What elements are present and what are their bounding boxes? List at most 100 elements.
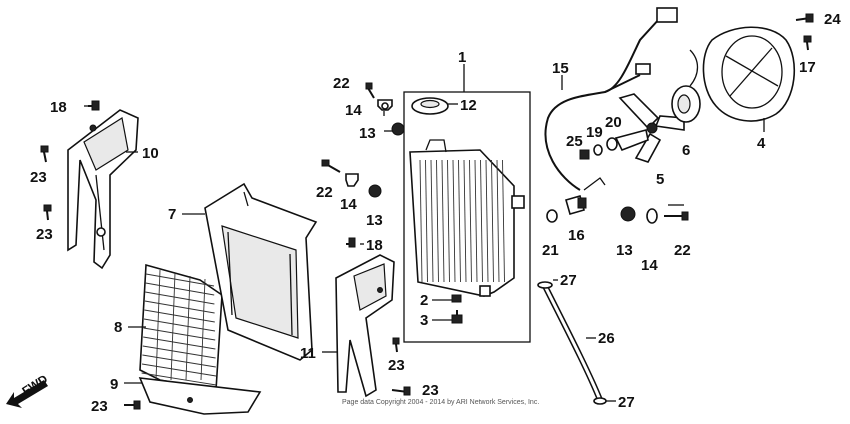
part-22-bolt-top[interactable]	[365, 82, 375, 99]
part-3-bolt[interactable]	[451, 310, 463, 324]
part-1-radiator[interactable]	[403, 91, 531, 343]
bolt-24[interactable]	[795, 13, 814, 23]
callout-24: 24	[824, 11, 841, 28]
callout-11: 11	[300, 345, 316, 362]
part-8-grille[interactable]	[139, 263, 223, 391]
part-4-fan-shroud[interactable]	[702, 26, 796, 122]
callout-19: 19	[586, 124, 603, 141]
callout-6: 6	[682, 142, 690, 159]
grille-rib	[185, 275, 191, 381]
bolt-18-right[interactable]	[346, 237, 356, 248]
part-12-radiator-cap[interactable]	[411, 97, 449, 115]
callout-22-top: 22	[333, 75, 350, 92]
grille-rib	[170, 272, 176, 381]
copyright-text: Page data Copyright 2004 - 2014 by ARI N…	[342, 399, 539, 406]
part-5-fan[interactable]	[614, 93, 685, 163]
radiator-fin	[458, 159, 461, 283]
callout-21: 21	[542, 242, 559, 259]
part-11-bracket[interactable]	[335, 254, 395, 398]
part-7-shroud[interactable]	[204, 182, 318, 361]
part-27-clamp-bottom[interactable]	[593, 397, 607, 405]
part-14-collar-top[interactable]	[377, 99, 393, 111]
bolt-18-left[interactable]	[88, 100, 100, 111]
radiator-fin	[425, 159, 428, 283]
bolt-17[interactable]	[803, 35, 812, 51]
callout-5: 5	[656, 171, 664, 188]
callout-3: 3	[420, 312, 428, 329]
radiator-fin	[452, 159, 456, 283]
callout-13-left: 13	[366, 212, 383, 229]
part-14-collar-right[interactable]	[646, 208, 658, 224]
bolt-23-lower-left[interactable]	[43, 204, 52, 221]
part-13-grommet-left[interactable]	[368, 184, 382, 198]
callout-23-b: 23	[36, 226, 53, 243]
callout-1: 1	[458, 49, 466, 66]
callout-13-right: 13	[616, 242, 633, 259]
part-15-wire-harness[interactable]	[544, 7, 678, 191]
radiator-fin	[463, 159, 467, 283]
part-10-bracket[interactable]	[67, 109, 139, 270]
fwd-label: FWD	[20, 372, 51, 399]
grille-slat	[142, 345, 216, 359]
radiator-fin	[441, 159, 445, 283]
callout-27-bottom: 27	[618, 394, 635, 411]
bolt-23-upper-left[interactable]	[40, 145, 49, 163]
radiator-fin	[430, 159, 434, 283]
callout-13-top: 13	[359, 125, 376, 142]
radiator-fin	[491, 159, 494, 283]
part-13-grommet-right[interactable]	[620, 206, 636, 222]
part-16-thermo-switch[interactable]	[565, 177, 606, 215]
grille-slat	[142, 354, 216, 368]
part-14-collar-left[interactable]	[345, 173, 359, 187]
callout-14-right: 14	[641, 257, 658, 274]
radiator-fin	[485, 159, 489, 283]
radiator-fin	[474, 159, 478, 283]
callout-14-left: 14	[340, 196, 357, 213]
radiator-fin	[469, 159, 472, 283]
fwd-direction-indicator: FWD	[6, 372, 50, 408]
radiator-fin	[496, 159, 500, 283]
part-22-bolt-right[interactable]	[664, 211, 689, 221]
callout-20: 20	[605, 114, 622, 131]
part-6-fan-motor[interactable]	[671, 49, 701, 123]
part-26-hose[interactable]	[541, 282, 603, 402]
callout-15: 15	[552, 60, 569, 77]
bolt-23-bottom-mid[interactable]	[391, 386, 411, 396]
part-27-clamp-top[interactable]	[537, 281, 553, 289]
grille-rib	[155, 269, 161, 381]
part-19-washer[interactable]	[593, 144, 603, 156]
part-25-nut[interactable]	[579, 149, 590, 160]
grille-slat	[143, 327, 216, 341]
part-9-lower-bracket[interactable]	[138, 377, 262, 415]
callout-8: 8	[114, 319, 122, 336]
callout-18-right: 18	[366, 237, 383, 254]
callout-23-e: 23	[91, 398, 108, 415]
callout-22-right: 22	[674, 242, 691, 259]
part-21-washer[interactable]	[546, 209, 558, 223]
grille-slat	[145, 291, 215, 305]
callout-25: 25	[566, 133, 583, 150]
part-20-washer[interactable]	[606, 137, 618, 151]
grille-slat	[141, 363, 217, 377]
radiator-fin	[419, 159, 423, 283]
callout-17: 17	[799, 59, 816, 76]
callout-26: 26	[598, 330, 615, 347]
callout-16: 16	[568, 227, 585, 244]
grille-slat	[143, 336, 216, 350]
radiator-fin	[480, 159, 483, 283]
part-22-bolt-left[interactable]	[321, 159, 341, 173]
bolt-23-bottom[interactable]	[124, 400, 141, 410]
grille-rib	[200, 278, 206, 381]
leader-lines	[84, 64, 765, 402]
grille-slat	[145, 282, 215, 296]
callout-22-left: 22	[316, 184, 333, 201]
bolt-23-mid[interactable]	[392, 337, 400, 353]
callout-12: 12	[460, 97, 477, 114]
part-13-grommet-top[interactable]	[391, 122, 405, 136]
callout-9: 9	[110, 376, 118, 393]
grille-slat	[144, 300, 215, 314]
callout-labels: 1 2 3 4 5 6 7 8 9 10 11 12 13 13 13 14 1…	[30, 11, 841, 415]
part-2-nut[interactable]	[451, 294, 462, 303]
